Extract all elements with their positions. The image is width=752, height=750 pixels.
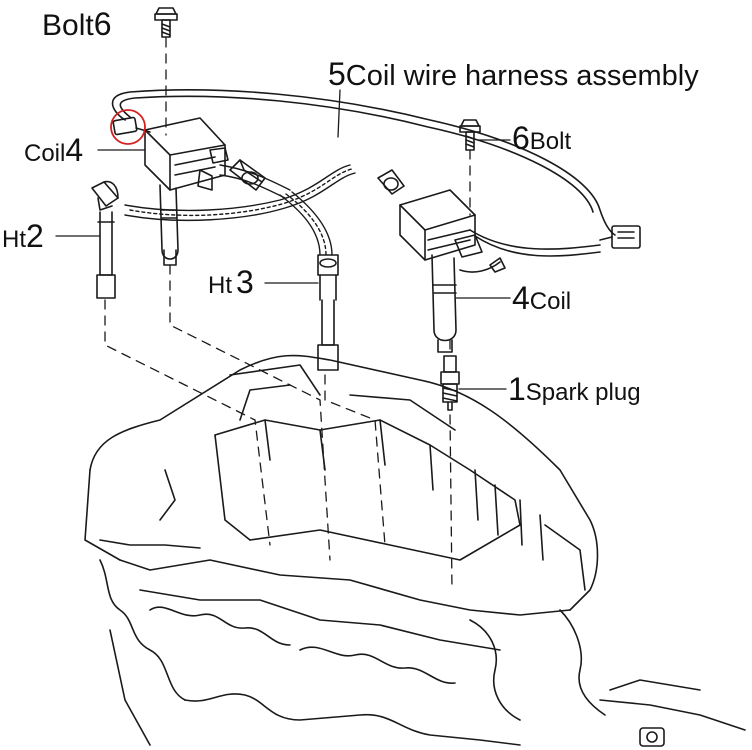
label-bolt-top: Bolt6 xyxy=(42,8,112,41)
label-coil-right: 4Coil xyxy=(512,282,571,314)
ht-lead-2 xyxy=(91,180,119,299)
label-coil-left: Coil4 xyxy=(24,134,83,166)
label-text: Ht xyxy=(2,226,26,253)
label-text: Coil wire harness assembly xyxy=(345,60,699,92)
harness-middle-connectors xyxy=(229,159,405,195)
label-text: Spark plug xyxy=(525,379,641,406)
label-text: Ht xyxy=(208,272,232,299)
label-text: Coil xyxy=(529,288,572,315)
label-number: 4 xyxy=(512,280,530,316)
label-number: 3 xyxy=(236,264,254,300)
label-bolt-right: 6Bolt xyxy=(512,122,571,154)
spark-plug xyxy=(440,355,460,411)
engine-head-cover xyxy=(84,354,746,747)
coil-right xyxy=(399,189,483,353)
label-number: 2 xyxy=(26,218,44,254)
coil-left xyxy=(112,116,229,266)
label-number: 1 xyxy=(508,371,526,407)
label-ht-2: Ht2 xyxy=(2,220,44,252)
label-number: 6 xyxy=(512,120,530,156)
label-spark-plug: 1Spark plug xyxy=(508,373,641,405)
ht-lead-3 xyxy=(317,254,339,371)
label-number: 6 xyxy=(93,6,112,42)
label-number: 4 xyxy=(65,132,84,168)
callout-leader-lines xyxy=(55,89,511,390)
assembly-guide-lines xyxy=(104,37,471,591)
bolt-top xyxy=(154,7,178,38)
label-text: Bolt xyxy=(529,128,572,155)
label-text: Coil xyxy=(24,140,66,167)
coil-wire-harness xyxy=(111,89,641,273)
connector-highlight-circle xyxy=(110,109,146,145)
bolt-right xyxy=(459,119,481,151)
label-text: Bolt xyxy=(42,9,94,42)
label-number: 5 xyxy=(328,56,346,92)
label-harness: 5Coil wire harness assembly xyxy=(328,58,699,91)
